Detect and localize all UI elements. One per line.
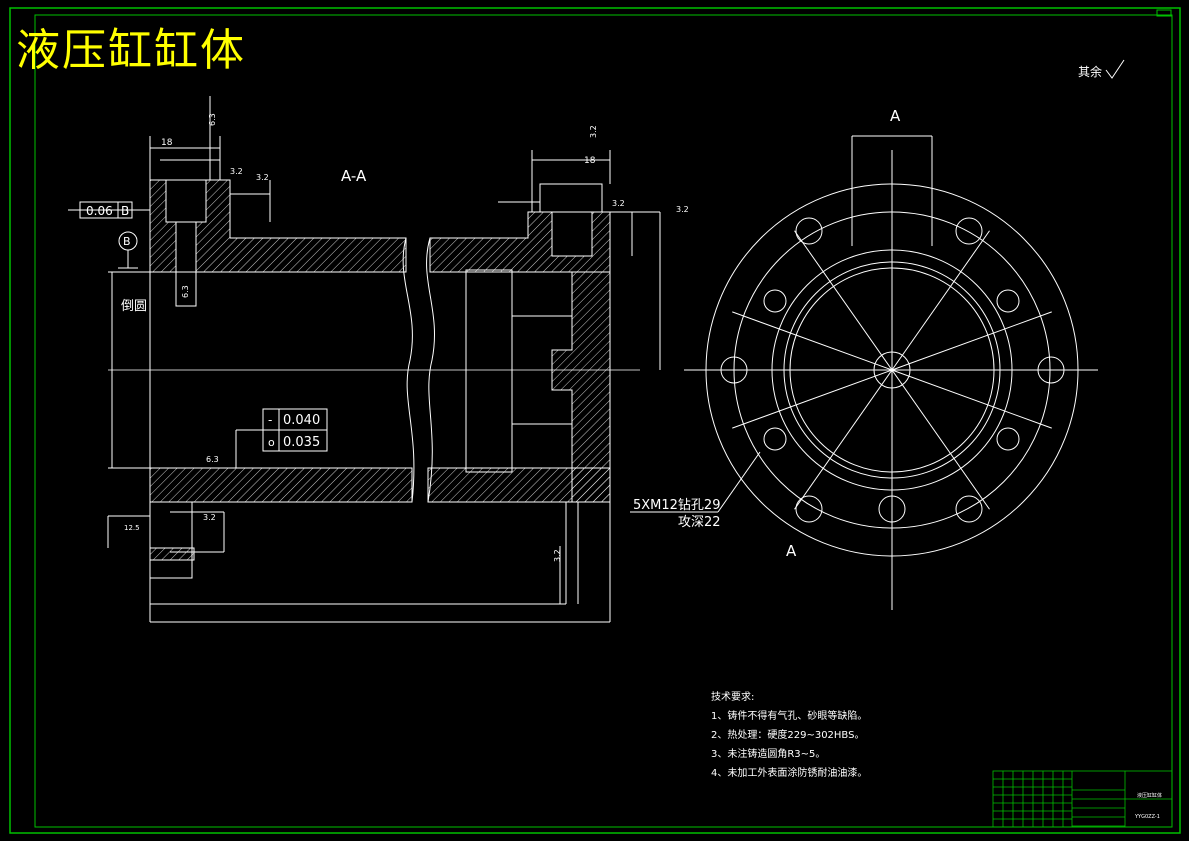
rough-32-e: 3.2 [203, 513, 216, 522]
outer-bolt-hole [795, 495, 823, 523]
rough-63-b: 6.3 [206, 455, 219, 464]
hole-note-line2: 攻深22 [678, 515, 721, 530]
outer-bolt-hole [720, 356, 748, 384]
roughness-symbol [1105, 59, 1125, 79]
end-view [630, 135, 1098, 610]
outer-bolt-hole [955, 217, 983, 245]
rough-32-g: 3.2 [553, 549, 562, 562]
note-2: 2、热处理：硬度229~302HBS。 [711, 730, 865, 741]
section-view [68, 96, 661, 623]
radial-line [732, 369, 893, 429]
radial-line [794, 230, 893, 371]
drawing-title: 液压缸缸体 [16, 25, 246, 76]
end-cap [551, 271, 611, 503]
datum-letter: B [121, 204, 129, 218]
radial-line [891, 369, 1052, 429]
note-1: 1、铸件不得有气孔、砂眼等缺陷。 [711, 711, 868, 722]
section-annotations: A-A 18 18 3.2 3.2 3.2 3.2 6.3 6.3 6.3 12… [86, 113, 689, 562]
technical-notes: 技术要求: 1、铸件不得有气孔、砂眼等缺陷。 2、热处理：硬度229~302HB… [711, 688, 867, 783]
radial-line [794, 369, 893, 510]
inner-bolt-hole [763, 427, 787, 451]
dim-left-18: 18 [161, 138, 173, 148]
rough-32-d: 3.2 [676, 205, 689, 214]
tol-row-2-symbol: o [268, 436, 275, 449]
note-4: 4、未加工外表面涂防锈耐油油漆。 [711, 768, 868, 779]
wall-bottom-left [149, 467, 413, 503]
title-block-name: 液压缸缸体 [1137, 792, 1162, 799]
side-label: 倒圆 [121, 299, 147, 314]
end-view-annotations: A A 5XM12钻孔29 攻深22 其余 [633, 64, 1102, 560]
rough-32-a: 3.2 [230, 167, 243, 176]
datum-circle-letter: B [123, 235, 131, 248]
section-label: A-A [341, 167, 367, 185]
notes-heading: 技术要求: [711, 692, 755, 703]
corner-mark [1156, 9, 1172, 17]
tolerance-value: 0.06 [86, 204, 113, 218]
outer-bolt-hole [795, 217, 823, 245]
radial-line [732, 311, 893, 371]
view-label-top: A [890, 107, 901, 125]
inner-border [34, 14, 1173, 828]
view-label-side: A [786, 542, 797, 560]
rough-32-c: 3.2 [612, 199, 625, 208]
rough-125: 12.5 [124, 524, 140, 532]
rough-32-f: 3.2 [589, 125, 598, 138]
inner-bolt-hole [763, 289, 787, 313]
rough-63-a: 6.3 [208, 113, 217, 126]
dim-right-18: 18 [584, 156, 596, 166]
hole-note-line1: 5XM12钻孔29 [633, 498, 720, 513]
outer-bolt-hole [955, 495, 983, 523]
note-3: 3、未注铸造圆角R3~5。 [711, 749, 826, 760]
inner-bolt-hole [996, 289, 1020, 313]
rough-32-b: 3.2 [256, 173, 269, 182]
radial-line [891, 311, 1052, 371]
radial-line [891, 369, 990, 510]
tol-row-1-symbol: - [268, 413, 272, 427]
title-block-text: 液压缸缸体 YYG0ZZ-1 [1134, 792, 1162, 820]
outer-border [9, 7, 1181, 834]
tol-row-1-value: 0.040 [283, 413, 320, 428]
inner-bolt-hole [996, 427, 1020, 451]
title-block [992, 770, 1173, 828]
rough-63-c: 6.3 [181, 285, 190, 298]
surface-note: 其余 [1078, 64, 1102, 79]
title-block-code: YYG0ZZ-1 [1134, 814, 1160, 820]
tol-row-2-value: 0.035 [283, 435, 320, 450]
outer-bolt-hole [1037, 356, 1065, 384]
radial-line [891, 230, 990, 371]
